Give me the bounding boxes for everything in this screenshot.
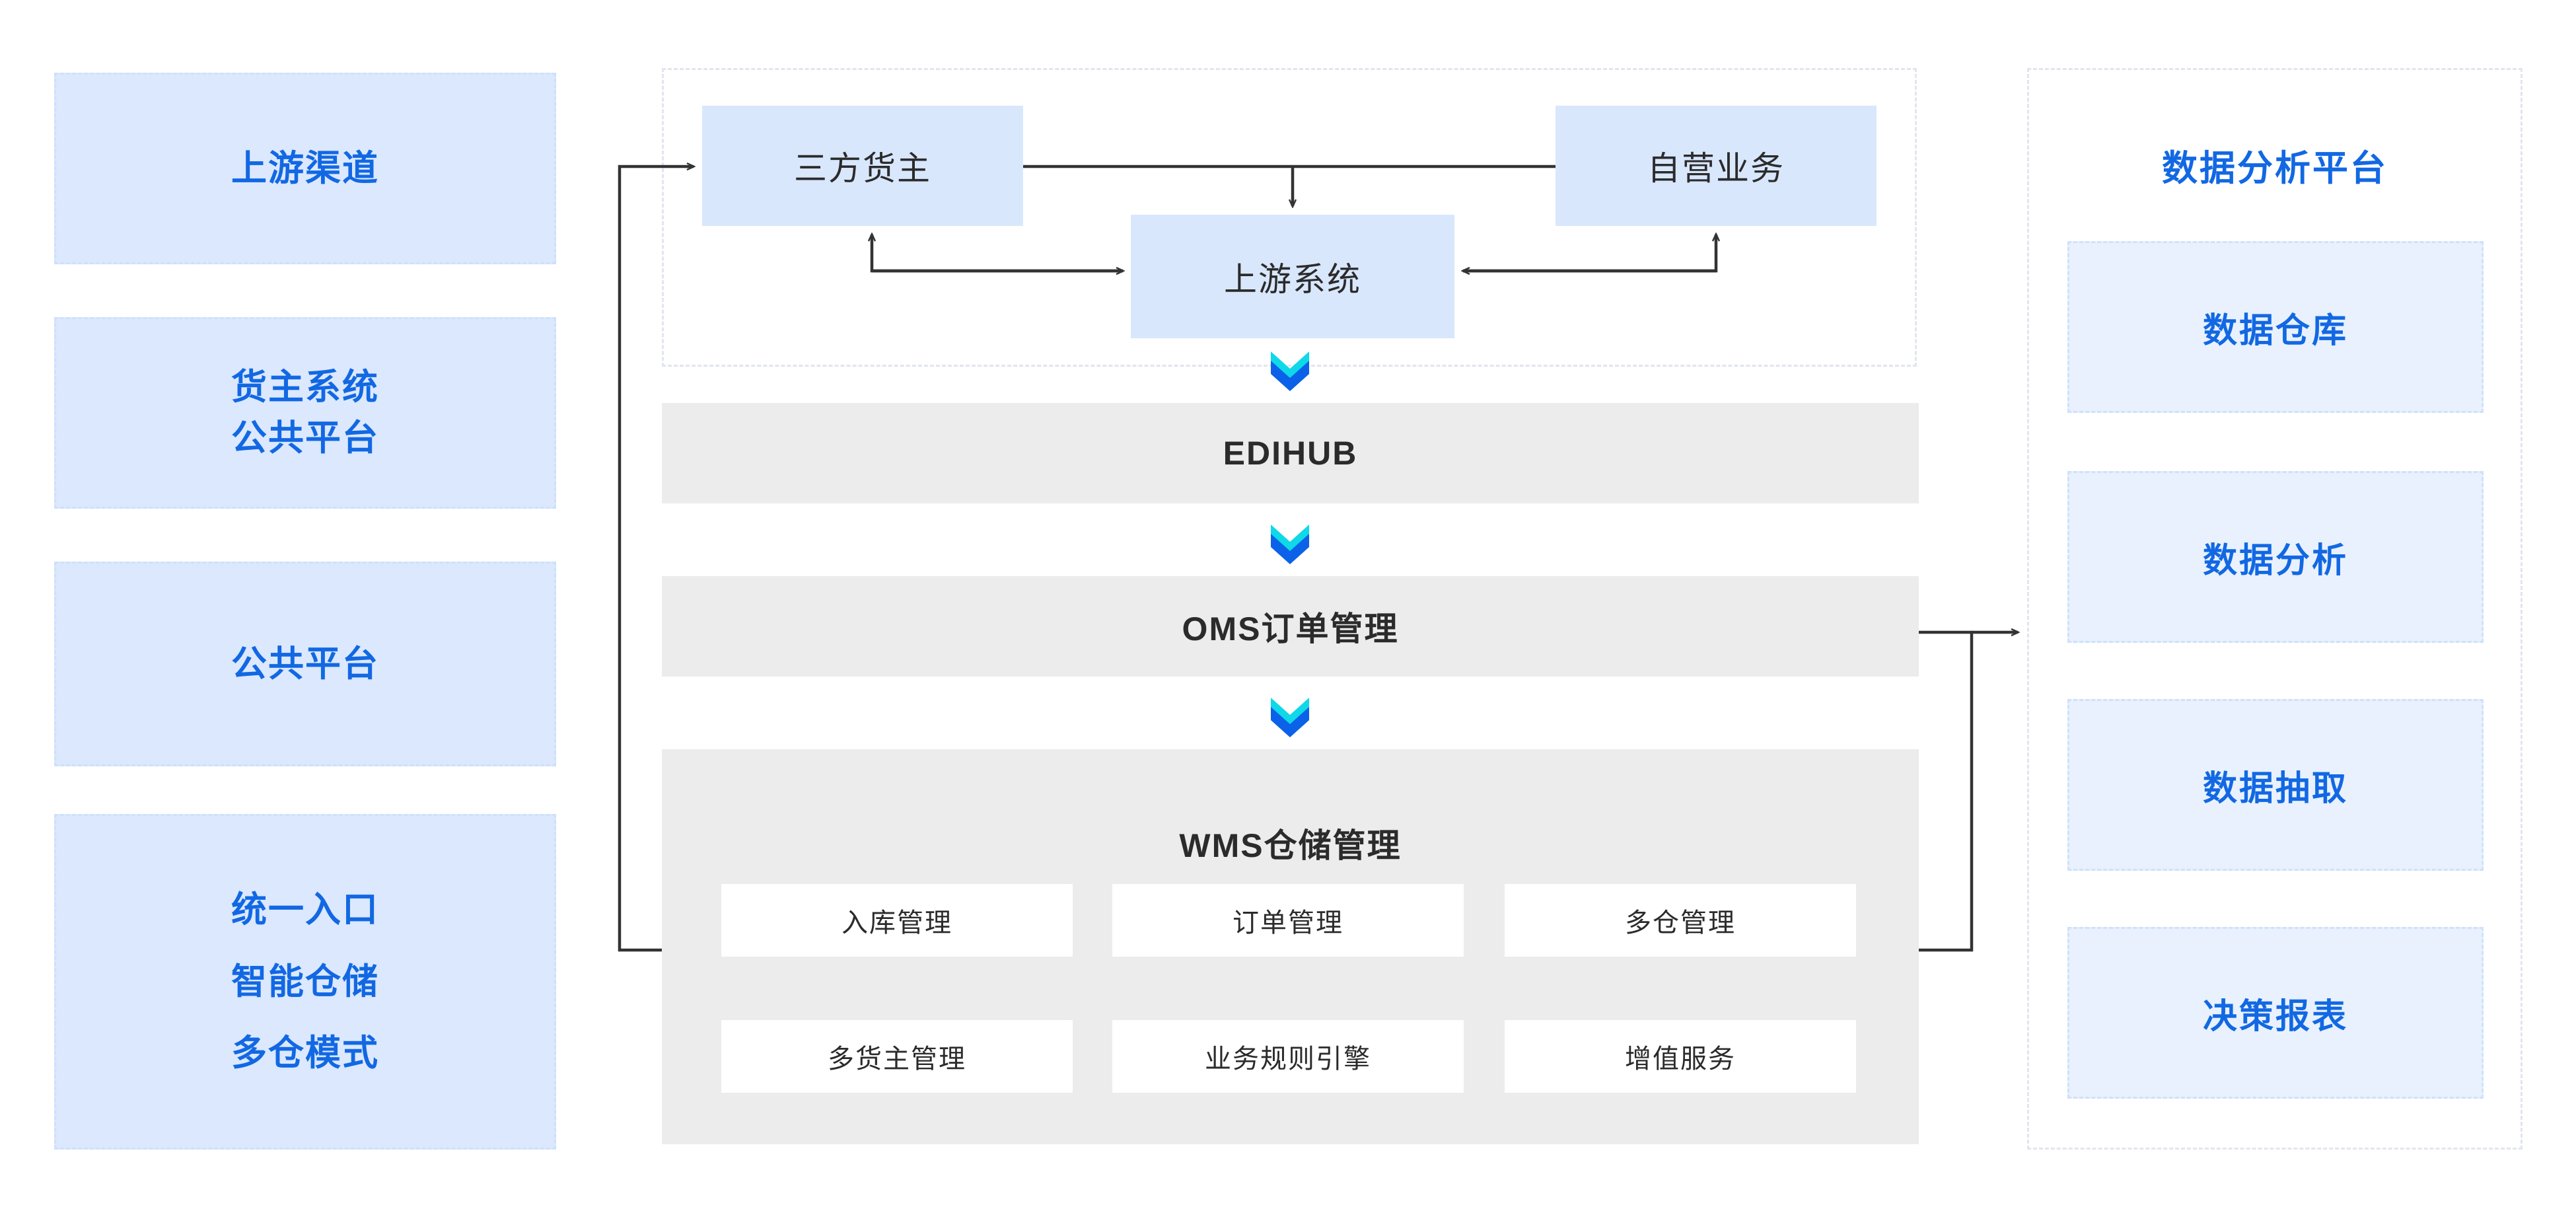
left-card-shipper-system-public-platform[interactable]: 货主系统 公共平台 — [54, 317, 556, 509]
right-card-data-extraction[interactable]: 数据抽取 — [2067, 699, 2484, 871]
box-label: 自营业务 — [1647, 150, 1785, 187]
left-card-line: 智能仓储 — [231, 961, 379, 1002]
left-card-line: 统一入口 — [231, 889, 379, 930]
double-chevron-down-icon — [1267, 349, 1313, 391]
box-upstream-system[interactable]: 上游系统 — [1131, 215, 1454, 338]
right-card-decision-report[interactable]: 决策报表 — [2067, 927, 2484, 1099]
layer-edihub[interactable]: EDIHUB — [662, 403, 1919, 503]
left-card-public-platform[interactable]: 公共平台 — [54, 562, 556, 766]
box-third-party-shipper[interactable]: 三方货主 — [702, 106, 1023, 226]
left-card-upstream-channel[interactable]: 上游渠道 — [54, 73, 556, 264]
left-card-line: 多仓模式 — [231, 1033, 379, 1074]
layer-label: EDIHUB — [1223, 435, 1358, 472]
data-analysis-platform-container — [2027, 68, 2522, 1150]
wms-subcard-inbound-management[interactable]: 入库管理 — [721, 884, 1073, 957]
right-card-label: 决策报表 — [2202, 997, 2348, 1036]
left-card-line: 公共平台 — [231, 643, 379, 684]
layer-label: OMS订单管理 — [1182, 610, 1399, 647]
right-card-data-warehouse[interactable]: 数据仓库 — [2067, 241, 2484, 413]
wms-subcard-business-rule-engine[interactable]: 业务规则引擎 — [1112, 1020, 1464, 1093]
left-card-unified-entry-smart-warehouse-multi-warehouse[interactable]: 统一入口 智能仓储 多仓模式 — [54, 814, 556, 1150]
box-label: 三方货主 — [794, 150, 931, 187]
right-card-label: 数据仓库 — [2202, 311, 2348, 350]
wms-title: WMS仓储管理 — [1179, 827, 1402, 864]
right-column-title: 数据分析平台 — [2162, 149, 2388, 188]
left-card-line: 货主系统 — [231, 367, 379, 408]
right-card-label: 数据抽取 — [2202, 769, 2348, 808]
double-chevron-down-icon — [1267, 522, 1313, 564]
right-card-data-analysis[interactable]: 数据分析 — [2067, 471, 2484, 643]
wms-subcard-value-added-service[interactable]: 增值服务 — [1505, 1020, 1856, 1093]
box-label: 上游系统 — [1224, 260, 1361, 298]
left-card-line: 公共平台 — [231, 418, 379, 458]
layer-oms-order-management[interactable]: OMS订单管理 — [662, 576, 1919, 677]
subcard-label: 入库管理 — [841, 908, 952, 937]
subcard-label: 多仓管理 — [1625, 908, 1736, 937]
subcard-label: 订单管理 — [1233, 908, 1343, 937]
subcard-label: 增值服务 — [1625, 1045, 1736, 1074]
right-card-label: 数据分析 — [2202, 541, 2348, 580]
subcard-label: 多货主管理 — [828, 1045, 966, 1074]
wms-subcard-multi-shipper-management[interactable]: 多货主管理 — [721, 1020, 1073, 1093]
left-card-line: 上游渠道 — [231, 148, 379, 188]
subcard-label: 业务规则引擎 — [1205, 1045, 1371, 1074]
wms-subcard-order-management[interactable]: 订单管理 — [1112, 884, 1464, 957]
wms-subcard-multi-warehouse-management[interactable]: 多仓管理 — [1505, 884, 1856, 957]
box-self-operated-business[interactable]: 自营业务 — [1556, 106, 1877, 226]
double-chevron-down-icon — [1267, 695, 1313, 737]
